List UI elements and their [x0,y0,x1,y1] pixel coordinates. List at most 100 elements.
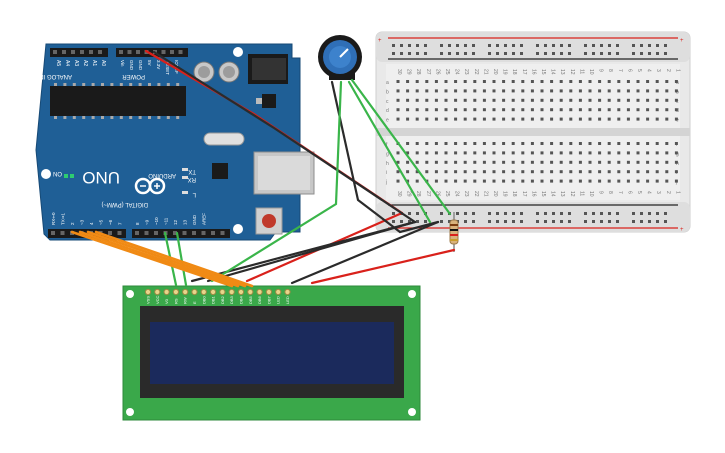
breadboard-hole[interactable] [646,151,650,155]
breadboard-hole[interactable] [626,179,630,183]
breadboard-hole[interactable] [550,160,554,164]
breadboard-hole[interactable] [425,89,429,93]
breadboard-hole[interactable] [473,170,477,174]
breadboard-hole[interactable] [482,160,486,164]
breadboard-hole[interactable] [406,170,410,174]
breadboard-hole[interactable] [665,108,669,112]
header-pin[interactable] [89,50,93,54]
rail-hole[interactable] [560,220,563,223]
power-header[interactable] [116,48,188,57]
breadboard-hole[interactable] [569,108,573,112]
breadboard-hole[interactable] [454,160,458,164]
rail-hole[interactable] [472,52,475,55]
breadboard-hole[interactable] [569,170,573,174]
wire-orange[interactable] [70,230,234,288]
breadboard-hole[interactable] [444,89,448,93]
breadboard-hole[interactable] [674,80,678,83]
breadboard-hole[interactable] [665,117,669,121]
breadboard-hole[interactable] [578,142,582,145]
breadboard-hole[interactable] [617,89,621,93]
breadboard-hole[interactable] [626,89,630,93]
breadboard-hole[interactable] [569,160,573,164]
breadboard-hole[interactable] [674,179,678,183]
breadboard-hole[interactable] [674,142,678,145]
breadboard-hole[interactable] [559,170,563,174]
breadboard-hole[interactable] [530,142,534,145]
wire-black[interactable] [330,80,440,234]
rail-hole[interactable] [496,212,499,215]
breadboard-hole[interactable] [444,170,448,174]
breadboard-hole[interactable] [665,170,669,174]
breadboard-hole[interactable] [540,98,544,102]
breadboard-hole[interactable] [655,160,659,164]
digital-header-high[interactable] [132,229,230,238]
breadboard-hole[interactable] [396,151,400,155]
breadboard-hole[interactable] [617,170,621,174]
breadboard-hole[interactable] [415,108,419,112]
breadboard-hole[interactable] [473,179,477,183]
breadboard-hole[interactable] [530,117,534,121]
power-rail-top[interactable] [392,44,667,55]
lcd-pin[interactable] [219,288,226,296]
rail-hole[interactable] [520,44,523,47]
breadboard-hole[interactable] [626,142,630,145]
reset-button-cap[interactable] [262,214,276,228]
breadboard-hole[interactable] [646,108,650,112]
rail-hole[interactable] [512,220,515,223]
rail-hole[interactable] [464,220,467,223]
header-pin[interactable] [220,231,225,235]
header-pin[interactable] [173,231,177,235]
breadboard-hole[interactable] [578,179,582,183]
breadboard-hole[interactable] [617,160,621,164]
rail-hole[interactable] [552,44,555,47]
breadboard-hole[interactable] [396,80,400,83]
wires[interactable] [70,49,456,288]
breadboard-hole[interactable] [415,179,419,183]
rail-hole[interactable] [536,212,539,215]
breadboard-hole[interactable] [578,117,582,121]
lcd-pin[interactable] [154,288,161,296]
rail-hole[interactable] [472,220,475,223]
rail-hole[interactable] [560,52,563,55]
breadboard-hole[interactable] [530,160,534,164]
rail-hole[interactable] [488,220,491,223]
breadboard-hole[interactable] [521,108,525,112]
rail-hole[interactable] [608,212,611,215]
breadboard-hole[interactable] [406,108,410,112]
rail-hole[interactable] [424,220,427,223]
header-pin[interactable] [135,231,139,235]
rail-hole[interactable] [520,212,523,215]
breadboard-hole[interactable] [521,89,525,93]
breadboard-hole[interactable] [559,117,563,121]
breadboard-hole[interactable] [444,117,448,121]
breadboard-hole[interactable] [492,179,496,183]
header-pin[interactable] [136,50,140,54]
breadboard-hole[interactable] [473,117,477,121]
breadboard-hole[interactable] [511,170,515,174]
breadboard-hole[interactable] [636,179,640,183]
breadboard-hole[interactable] [655,80,659,83]
wire-orange[interactable] [78,230,240,288]
breadboard-hole[interactable] [617,98,621,102]
breadboard-hole[interactable] [425,160,429,164]
breadboard-hole[interactable] [444,151,448,155]
rail-hole[interactable] [416,44,419,47]
lcd-pin[interactable] [191,288,198,296]
wire-black[interactable] [152,50,417,224]
breadboard-hole[interactable] [569,151,573,155]
breadboard-hole[interactable] [674,151,678,155]
breadboard-hole[interactable] [434,142,438,145]
breadboard-hole[interactable] [511,151,515,155]
breadboard-hole[interactable] [434,179,438,183]
breadboard-hole[interactable] [502,179,506,183]
breadboard-hole[interactable] [415,117,419,121]
rail-hole[interactable] [584,212,587,215]
breadboard-hole[interactable] [530,98,534,102]
header-pin[interactable] [53,50,57,54]
terminal-strip-top[interactable] [396,80,678,121]
breadboard-hole[interactable] [598,89,602,93]
breadboard-hole[interactable] [425,108,429,112]
breadboard-hole[interactable] [598,117,602,121]
breadboard-hole[interactable] [425,151,429,155]
rail-hole[interactable] [408,44,411,47]
